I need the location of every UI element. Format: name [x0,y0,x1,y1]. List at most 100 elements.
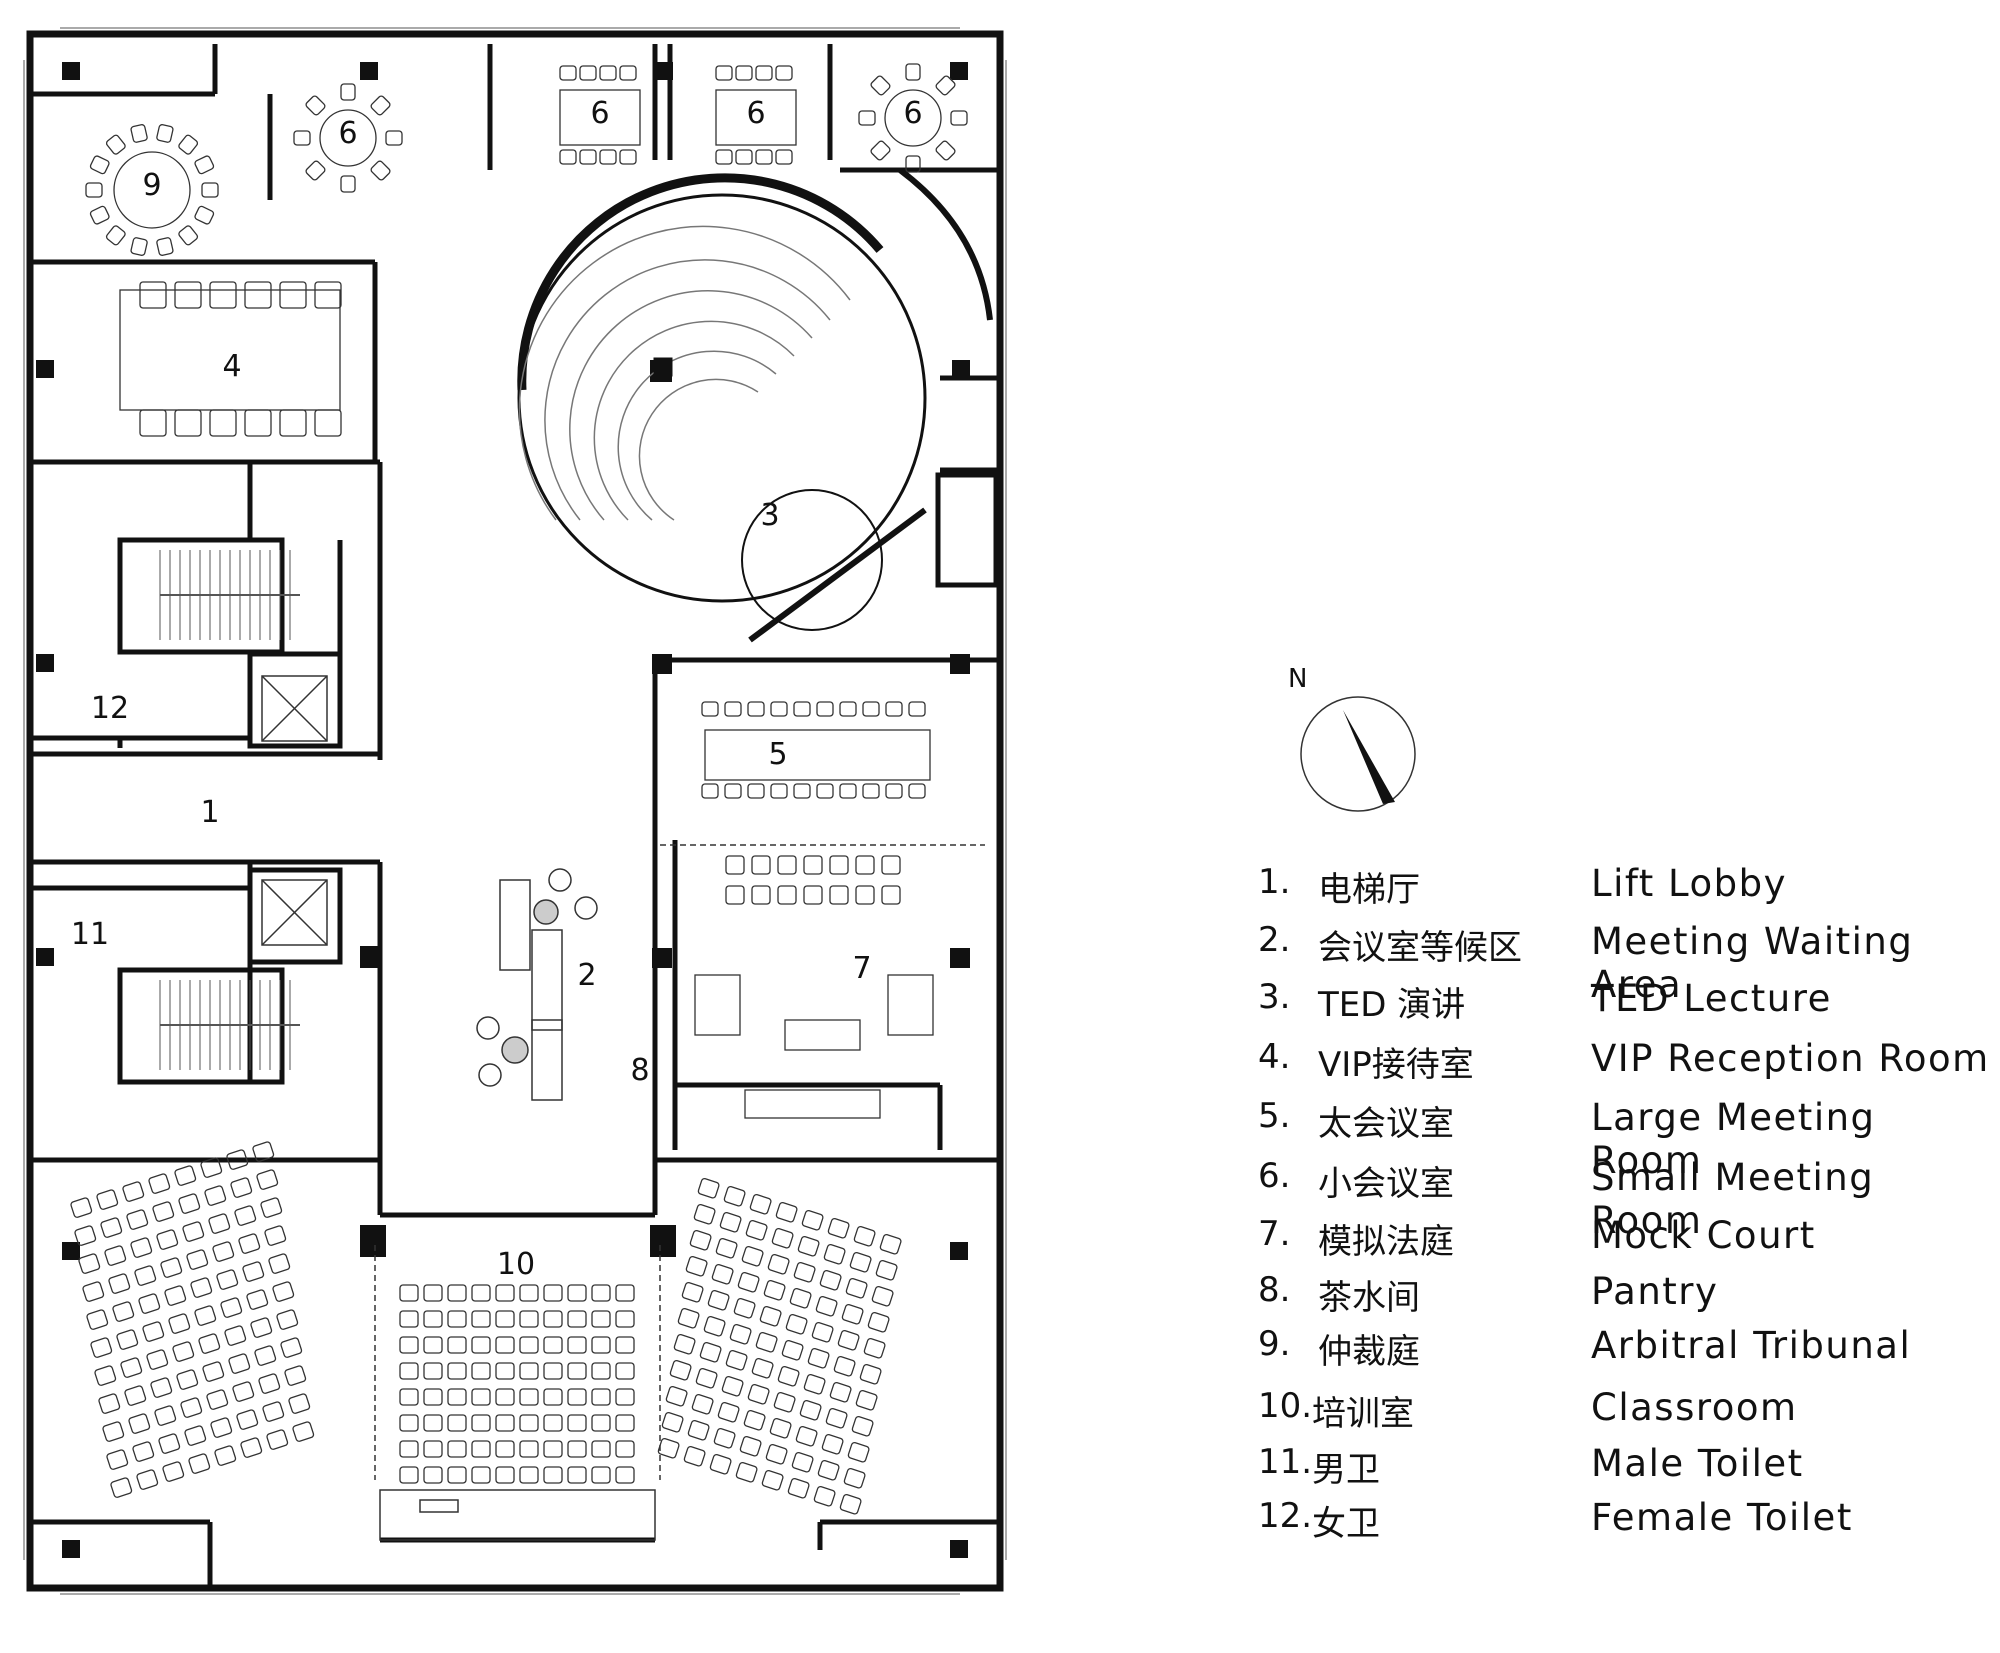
chair [226,1149,249,1170]
chair [154,1405,177,1426]
chair [519,1362,539,1380]
chair [747,1384,770,1405]
chair [130,237,148,256]
chair [615,1336,635,1354]
chair [743,1410,766,1431]
chair [615,1414,635,1432]
chair [194,205,215,225]
legend-number: 6. [1258,1156,1291,1196]
chair [242,1261,265,1282]
chair [471,1310,491,1328]
chair [879,1234,902,1255]
chair [184,1425,207,1446]
chair [829,1382,852,1403]
round-table [319,109,377,167]
chair [789,1288,812,1309]
chair [471,1284,491,1302]
chair [715,65,733,81]
chair [793,701,811,717]
chair [519,1388,539,1406]
chair [220,1297,243,1318]
chair [591,1310,611,1328]
chair [619,65,637,81]
chair [559,149,577,165]
chair [244,409,272,437]
chair [579,65,597,81]
chair [677,1308,700,1329]
chair [770,701,788,717]
legend-english: Arbitral Tribunal [1591,1324,1912,1367]
chair [234,1205,257,1226]
chair [755,1332,778,1353]
chair [787,1478,810,1499]
chair [100,1217,123,1238]
chair [246,1289,269,1310]
chair [701,701,719,717]
chair [567,1414,587,1432]
chair [447,1362,467,1380]
chair [681,1282,704,1303]
chair [142,1321,165,1342]
chair [280,1337,303,1358]
chair [867,1312,890,1333]
chair [156,124,174,143]
chair [190,1277,213,1298]
stairs [159,550,300,1070]
chair [150,1377,173,1398]
chair [567,1284,587,1302]
chair [725,1350,748,1371]
table [784,1019,861,1051]
chair [216,1269,239,1290]
legend-english: Female Toilet [1591,1496,1853,1539]
chair [224,1325,247,1346]
chair [615,1284,635,1302]
table [559,89,641,146]
chair [755,65,773,81]
chair [85,182,103,198]
chair [751,855,771,875]
chair [721,1376,744,1397]
chair [683,1446,706,1467]
chair [124,1385,147,1406]
chair [795,1426,818,1447]
chair [471,1388,491,1406]
chair [777,1366,800,1387]
legend-chinese: 太会议室 [1318,1104,1454,1144]
chair [105,134,126,155]
chair [559,65,577,81]
chair [174,281,202,309]
chair [801,1210,824,1231]
chair [615,1440,635,1458]
chair [862,783,880,799]
chair [567,1336,587,1354]
chair [741,1246,764,1267]
chair [288,1393,311,1414]
chair [214,1445,237,1466]
chair [112,1301,135,1322]
chair [447,1414,467,1432]
chair [110,1477,133,1498]
chair [471,1466,491,1484]
chair [519,1336,539,1354]
chair [725,885,745,905]
chair [89,155,110,175]
chair [447,1388,467,1406]
chair [817,1460,840,1481]
chair [495,1284,515,1302]
chair [471,1414,491,1432]
chair [176,1369,199,1390]
outer-walls [26,30,1004,1592]
label-room-3: 3 [760,498,779,533]
legend-chinese: 茶水间 [1318,1278,1420,1318]
chair [340,175,356,193]
chair [138,1293,161,1314]
chair [711,1264,734,1285]
chair [122,1181,145,1202]
legend-english: Classroom [1591,1386,1798,1429]
chair [825,1408,848,1429]
legend-row: 7. 模拟法庭 Mock Court [1258,1214,1998,1264]
label-room-8: 8 [630,1053,649,1088]
chair [447,1440,467,1458]
structural-columns [36,62,970,1558]
chair [174,1165,197,1186]
